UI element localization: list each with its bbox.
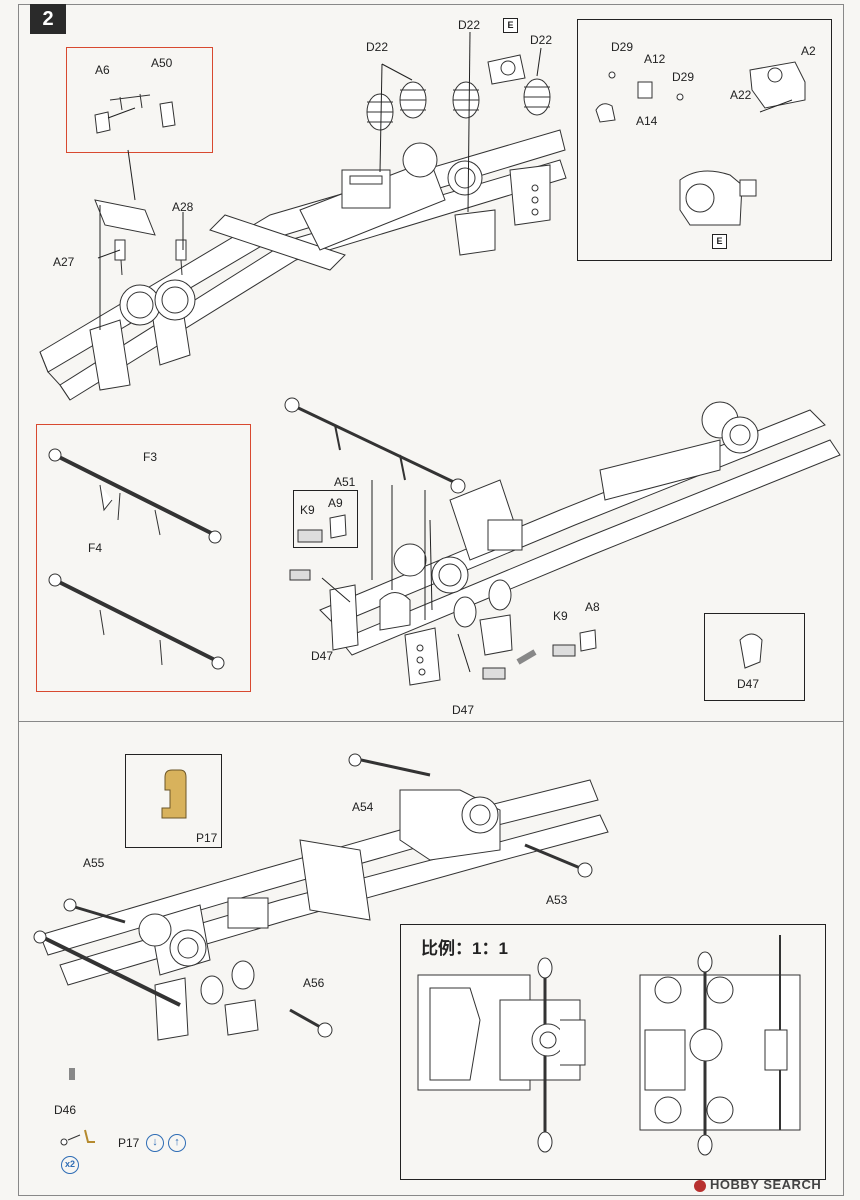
front-crossbar-f3 xyxy=(284,397,466,494)
label-a14: A14 xyxy=(636,114,658,128)
detail-callout-a6-a50 xyxy=(66,47,213,153)
label-d46: D46 xyxy=(54,1103,77,1117)
bend-down-icon: ↓ xyxy=(146,1134,164,1152)
label-a28: A28 xyxy=(172,200,194,214)
part-group-e-badge-inset: E xyxy=(712,234,727,249)
p17-photoetch-part xyxy=(161,769,187,819)
detail-inset-p17 xyxy=(125,754,222,848)
hobby-search-logo-icon xyxy=(694,1180,706,1192)
scale-drawing-right xyxy=(639,935,801,1156)
part-group-e-badge: E xyxy=(503,18,518,33)
label-d47-inset: D47 xyxy=(737,677,760,691)
d46-p17-small-parts xyxy=(60,1129,95,1146)
inset-top-right-parts xyxy=(595,61,806,226)
label-a51: A51 xyxy=(334,475,356,489)
label-a27: A27 xyxy=(53,255,75,269)
label-d22-left: D22 xyxy=(366,40,389,54)
label-k9-right: K9 xyxy=(553,609,568,623)
label-d47-bottom: D47 xyxy=(452,703,475,717)
label-a8: A8 xyxy=(585,600,600,614)
instruction-page-frame xyxy=(18,4,844,1196)
middle-chassis-frame xyxy=(319,401,841,686)
k9-a9-parts xyxy=(289,514,597,680)
step-number-badge: 2 xyxy=(30,4,66,34)
label-a22: A22 xyxy=(730,88,752,102)
label-d29-left: D29 xyxy=(611,40,634,54)
detail-callout-f3-f4 xyxy=(36,424,251,692)
hobby-search-watermark: HOBBY SEARCH xyxy=(710,1177,822,1192)
label-a54: A54 xyxy=(352,800,374,814)
label-d22-right: D22 xyxy=(530,33,553,47)
label-a12: A12 xyxy=(644,52,666,66)
direction-arrow-gray xyxy=(516,649,537,665)
scale-drawing-left xyxy=(417,957,586,1153)
label-d47-left: D47 xyxy=(311,649,334,663)
detail-box-k9-a9 xyxy=(293,490,358,548)
suspension-bellows-d22 xyxy=(366,78,551,131)
part-e-bracket xyxy=(487,54,526,85)
lower-axles xyxy=(33,753,593,1038)
label-a55: A55 xyxy=(83,856,105,870)
f3-f4-detail-bars xyxy=(48,448,225,670)
bend-up-icon: ↑ xyxy=(168,1134,186,1152)
label-a2: A2 xyxy=(801,44,816,58)
a6-a50-detail-parts xyxy=(94,93,176,134)
label-f4: F4 xyxy=(88,541,103,555)
upper-chassis-frame xyxy=(39,129,567,401)
d47-inset-part xyxy=(739,633,763,669)
label-a6: A6 xyxy=(95,63,110,77)
label-f3: F3 xyxy=(143,450,158,464)
label-d22-center: D22 xyxy=(458,18,481,32)
label-p17-inset: P17 xyxy=(196,831,218,845)
lower-chassis-frame xyxy=(39,779,609,1041)
detail-inset-d29-a2 xyxy=(577,19,832,261)
scale-label: 比例：1：1 xyxy=(421,939,508,958)
middle-leader-lines xyxy=(321,480,471,673)
label-a53: A53 xyxy=(546,893,568,907)
label-d29-right: D29 xyxy=(672,70,695,84)
label-a9: A9 xyxy=(328,496,343,510)
label-a56: A56 xyxy=(303,976,325,990)
detail-inset-d47 xyxy=(704,613,805,701)
section-divider xyxy=(18,721,844,722)
scale-reference-panel xyxy=(400,924,826,1180)
label-k9-box: K9 xyxy=(300,503,315,517)
quantity-x2-badge: x2 xyxy=(61,1156,79,1174)
label-p17-small: P17 xyxy=(118,1136,140,1150)
label-a50: A50 xyxy=(151,56,173,70)
